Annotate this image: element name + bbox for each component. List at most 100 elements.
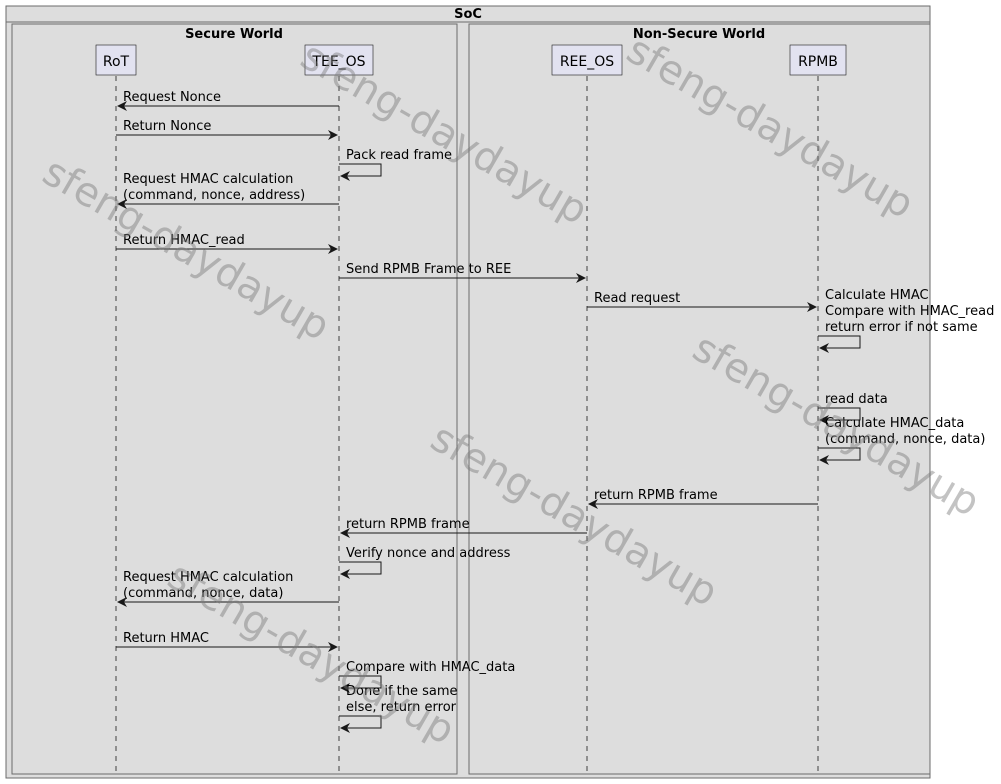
message-arrow-head (819, 415, 829, 425)
message-label: Verify nonce and address (346, 546, 511, 561)
participant-rot: RoT (95, 44, 137, 76)
message-label-line: read data (825, 392, 888, 407)
message-label-line: (command, nonce, data) (123, 586, 283, 601)
message-label-line: Request HMAC calculation (123, 172, 293, 187)
message-label-line: Request HMAC calculation (123, 570, 293, 585)
participant-label: RPMB (798, 54, 838, 70)
message-label: Request HMAC calculation(command, nonce,… (123, 172, 305, 203)
message-label: Return HMAC (123, 631, 209, 646)
message-label: Return HMAC_read (123, 233, 245, 248)
message-label: Request HMAC calculation(command, nonce,… (123, 570, 293, 601)
message-4: Request HMAC calculation(command, nonce,… (117, 172, 339, 209)
message-15: Return HMAC (116, 631, 338, 652)
message-arrow-head (328, 244, 338, 254)
message-arrow-head (576, 273, 586, 283)
message-label-line: Calculate HMAC_data (825, 416, 964, 431)
message-label-line: return error if not same (825, 320, 978, 335)
message-2: Return Nonce (116, 119, 338, 140)
message-1: Request Nonce (117, 90, 339, 111)
participant-tee: TEE_OS (304, 44, 374, 76)
message-label-line: Request Nonce (123, 90, 221, 105)
message-arrow-line (818, 447, 861, 461)
message-5: Return HMAC_read (116, 233, 338, 254)
message-label-line: Return HMAC_read (123, 233, 245, 248)
participant-box (95, 44, 137, 76)
message-12: return RPMB frame (340, 517, 587, 538)
message-arrow-head (588, 499, 598, 509)
message-label: Return Nonce (123, 119, 211, 134)
message-arrow-head (340, 569, 350, 579)
message-label: read data (825, 392, 888, 407)
message-arrow-line (339, 715, 382, 729)
participant-box (304, 44, 374, 76)
message-arrow-head (819, 455, 829, 465)
message-arrow-head (340, 683, 350, 693)
participant-rpmb: RPMB (789, 44, 847, 76)
message-arrow-line (818, 335, 861, 349)
message-label-line: Send RPMB Frame to REE (346, 262, 511, 277)
message-14: Request HMAC calculation(command, nonce,… (117, 570, 339, 607)
message-7: Read request (587, 291, 817, 312)
message-label-line: Pack read frame (346, 148, 452, 163)
message-arrow-head (807, 302, 817, 312)
message-arrow-head (328, 130, 338, 140)
message-label-line: Done if the same (346, 684, 458, 699)
message-arrow-head (340, 171, 350, 181)
message-arrow-head (340, 528, 350, 538)
message-label-line: Verify nonce and address (346, 546, 511, 561)
message-label: Calculate HMAC_data(command, nonce, data… (825, 416, 985, 447)
message-label: Request Nonce (123, 90, 221, 105)
message-label: Send RPMB Frame to REE (346, 262, 511, 277)
message-arrow-head (117, 199, 127, 209)
message-3: Pack read frame (339, 148, 452, 181)
message-label: Compare with HMAC_data (346, 660, 515, 675)
message-16: Compare with HMAC_data (339, 660, 515, 693)
message-arrow-line (339, 163, 382, 177)
message-10: Calculate HMAC_data(command, nonce, data… (818, 416, 985, 465)
message-11: return RPMB frame (588, 488, 818, 509)
message-13: Verify nonce and address (339, 546, 511, 579)
message-9: read data (818, 392, 888, 425)
message-arrow-line (818, 407, 861, 421)
message-arrow-head (328, 642, 338, 652)
participant-box (551, 44, 623, 76)
message-label-line: Compare with HMAC_data (346, 660, 515, 675)
soc-title: SoC (454, 7, 482, 22)
message-label-line: (command, nonce, data) (825, 432, 985, 447)
message-label-line: else, return error (346, 700, 457, 715)
message-label: return RPMB frame (594, 488, 718, 503)
secure-world-title: Secure World (185, 27, 283, 42)
message-arrow-line (339, 561, 382, 575)
nonsecure-world-title: Non-Secure World (633, 27, 765, 42)
message-label-line: Calculate HMAC (825, 288, 929, 303)
message-label-line: Return Nonce (123, 119, 211, 134)
nonsecure-world-box: Non-Secure World (468, 23, 931, 775)
message-label-line: (command, nonce, address) (123, 188, 305, 203)
message-6: Send RPMB Frame to REE (339, 262, 586, 283)
message-arrow-line (339, 675, 382, 689)
message-label-line: Compare with HMAC_read (825, 304, 994, 319)
message-label-line: Read request (594, 291, 680, 306)
message-label-line: Return HMAC (123, 631, 209, 646)
participant-label: RoT (103, 54, 130, 70)
message-label: Read request (594, 291, 680, 306)
message-label-line: return RPMB frame (594, 488, 718, 503)
secure-world-box: Secure World (11, 23, 458, 775)
lifelines (115, 76, 819, 772)
participant-label: REE_OS (560, 54, 614, 70)
participants: RoT TEE_OS REE_OS RPMB (95, 44, 847, 76)
participant-box (789, 44, 847, 76)
message-label: return RPMB frame (346, 517, 470, 532)
participant-ree: REE_OS (551, 44, 623, 76)
message-arrow-head (117, 101, 127, 111)
message-label: Pack read frame (346, 148, 452, 163)
message-label-line: return RPMB frame (346, 517, 470, 532)
message-arrow-head (819, 343, 829, 353)
participant-label: TEE_OS (311, 54, 365, 70)
